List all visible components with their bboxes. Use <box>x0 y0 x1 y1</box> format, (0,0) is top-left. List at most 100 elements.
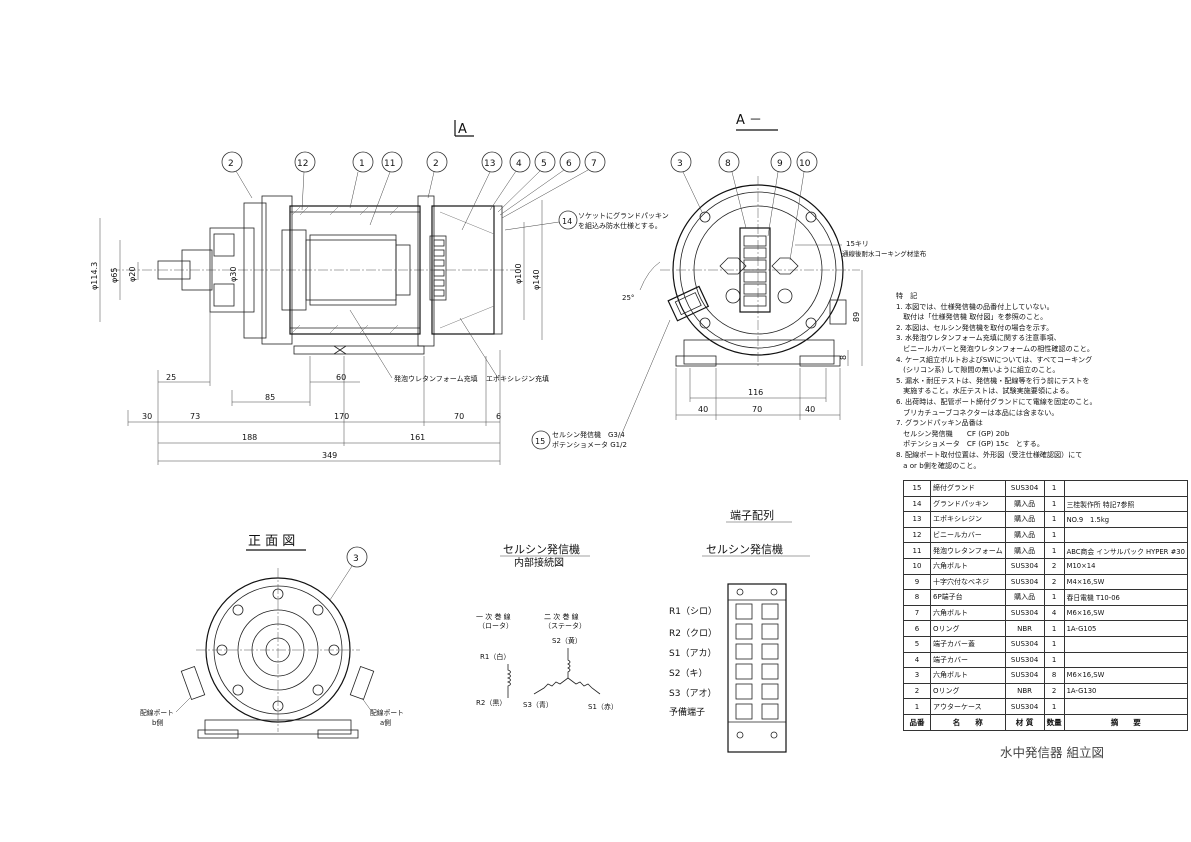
parts-cell-name: 締付グランド <box>930 480 1006 497</box>
terminal-label-3: S1（アカ） <box>669 648 716 659</box>
parts-cell-qty: 1 <box>1043 526 1065 544</box>
dim-30: 30 <box>142 412 152 421</box>
parts-cell-name: グランドパッキン <box>930 495 1006 513</box>
parts-cell-qty: 1 <box>1043 620 1065 637</box>
drawing-title: 水中発信器 組立図 <box>1000 745 1104 760</box>
svg-text:3: 3 <box>677 159 683 169</box>
callout-14-line1: ソケットにグランドパッキン <box>578 211 669 220</box>
header-material: 材 質 <box>1004 713 1045 731</box>
note-line: 4. ケース組立ボルトおよびSWについては、すべてコーキング <box>896 354 1093 364</box>
callout-15-line1: セルシン発信機 G3/4 <box>552 430 625 439</box>
parts-cell-remark <box>1063 651 1188 669</box>
parts-cell-material: SUS304 <box>1004 635 1045 653</box>
parts-cell-qty: 1 <box>1043 511 1065 528</box>
terminal-arrangement: 端子配列 セルシン発信機 R1（シロ） R2（クロ） S1（アカ） S2（キ） … <box>669 508 810 753</box>
wiring-s1: S1（赤） <box>588 703 618 711</box>
parts-cell-no: 11 <box>903 542 931 559</box>
parts-cell-qty: 1 <box>1043 651 1065 669</box>
parts-cell-no: 6 <box>903 620 931 637</box>
note-line: 7. グランドパッキン品番は <box>896 418 983 428</box>
parts-cell-remark: M10×14 <box>1063 557 1188 575</box>
dim-40a: 40 <box>698 405 708 414</box>
parts-cell-material: 購入品 <box>1004 495 1045 513</box>
balloon-6: 6 <box>499 151 581 216</box>
label-drill: 15キリ <box>846 240 869 248</box>
callout-15: 15 セルシン発信機 G3/4 ポテンショメータ G1/2 <box>531 319 671 450</box>
parts-cell-name: アウターケース <box>930 698 1006 715</box>
svg-text:7: 7 <box>591 159 597 169</box>
svg-text:1: 1 <box>359 159 365 169</box>
parts-cell-qty: 2 <box>1043 557 1065 575</box>
parts-cell-no: 4 <box>903 651 931 669</box>
svg-text:3: 3 <box>353 554 359 564</box>
wiring-diagram: セルシン発信機 内部接続図 一 次 巻 線 （ロータ） 二 次 巻 線 （ステー… <box>476 542 618 711</box>
terminal-label-2: R2（クロ） <box>669 628 717 639</box>
side-terminal-screws <box>743 235 767 307</box>
notes-title: 特 記 <box>896 291 918 300</box>
front-bolts <box>216 588 340 712</box>
note-line: a or b側を確認のこと。 <box>896 460 981 470</box>
callout-14: 14 ソケットにグランドパッキン を組込み防水仕様とする。 <box>504 210 669 231</box>
terminal-label-6: 予備端子 <box>669 706 705 718</box>
dim-8: 8 <box>839 355 848 360</box>
parts-cell-no: 1 <box>903 698 931 715</box>
parts-cell-remark: 1A-G130 <box>1063 682 1188 700</box>
parts-cell-name: 端子カバー蓋 <box>930 635 1006 653</box>
side-balloons: 3 8 9 10 <box>670 151 818 261</box>
dim-161: 161 <box>410 433 425 442</box>
note-line: 実施すること。水圧テストは、試験実施要領による。 <box>896 386 1074 396</box>
terminal-label-4: S2（キ） <box>669 668 707 679</box>
parts-cell-material: SUS304 <box>1004 698 1045 715</box>
note-line: ブリカチューブコネクターは本品には含まない。 <box>896 407 1059 417</box>
side-label: A － <box>736 113 762 128</box>
balloon-5: 5 <box>497 151 556 213</box>
side-view: A － <box>622 113 927 420</box>
dim-70: 70 <box>454 412 464 421</box>
parts-cell-remark: M6×16,SW <box>1063 667 1188 684</box>
parts-cell-material: 購入品 <box>1004 589 1045 606</box>
parts-cell-remark <box>1063 480 1188 497</box>
port-a-side: a側 <box>380 719 391 727</box>
note-line: 2. 本図は、セルシン発信機を取付の場合を示す。 <box>896 322 1054 332</box>
dim-40b: 40 <box>805 405 815 414</box>
parts-cell-name: 端子カバー <box>930 651 1006 669</box>
parts-cell-qty: 1 <box>1043 542 1065 559</box>
parts-cell-no: 2 <box>903 682 931 700</box>
parts-cell-no: 14 <box>903 495 931 513</box>
parts-cell-qty: 1 <box>1043 698 1065 715</box>
parts-cell-material: NBR <box>1004 620 1045 637</box>
parts-cell-name: Oリング <box>930 620 1006 637</box>
header-qty: 数量 <box>1043 713 1065 731</box>
balloon-side-9: 9 <box>767 151 792 237</box>
parts-header-row: 品番 名 称 材 質 数量 摘 要 <box>903 713 1188 731</box>
dim-116: 116 <box>748 388 763 397</box>
dim-85: 85 <box>265 393 275 402</box>
dim-phi30: φ30 <box>229 267 238 282</box>
svg-text:4: 4 <box>516 159 522 169</box>
parts-cell-no: 15 <box>903 480 931 497</box>
wiring-s3: S3（青） <box>523 700 553 709</box>
balloon-side-8: 8 <box>718 151 747 229</box>
parts-cell-material: SUS304 <box>1004 480 1045 497</box>
dim-phi20: φ20 <box>128 267 137 282</box>
dim-phi65: φ65 <box>110 268 119 283</box>
note-line: 8. 配線ポート取付位置は、外形図（受注仕様確認図）にて <box>896 449 1083 459</box>
balloon-7: 7 <box>501 151 606 219</box>
parts-cell-name: 発泡ウレタンフォーム <box>930 542 1006 559</box>
note-line: 6. 出荷時は、配管ポート締付グランドにて電線を固定のこと。 <box>896 396 1097 406</box>
note-line: (シリコン系) して隙間の無いように組立のこと。 <box>896 365 1060 375</box>
parts-cell-material: SUS304 <box>1004 573 1045 591</box>
parts-cell-name: 六角ボルト <box>930 557 1006 575</box>
parts-cell-qty: 1 <box>1043 480 1065 497</box>
terminal-label-1: R1（シロ） <box>669 606 717 617</box>
parts-cell-no: 9 <box>903 573 931 591</box>
parts-cell-name: エポキシレジン <box>930 511 1006 528</box>
label-epoxy: エポキシレジン充填 <box>486 374 549 383</box>
section-balloons: 2 12 1 11 2 13 4 5 6 7 <box>221 151 606 231</box>
svg-text:6: 6 <box>566 159 572 169</box>
